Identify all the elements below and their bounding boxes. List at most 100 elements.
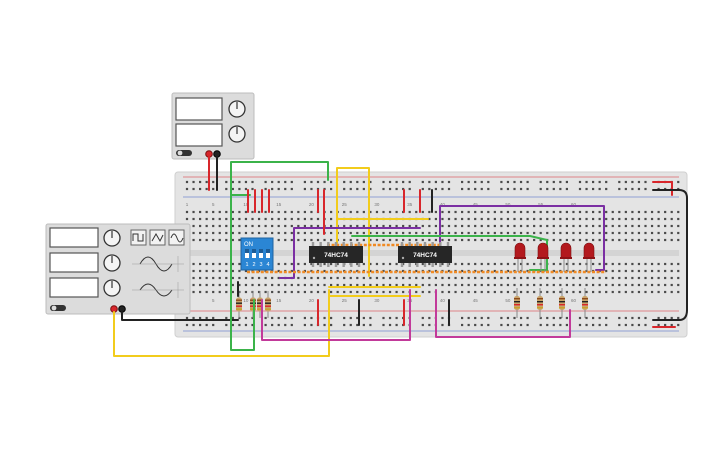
breadboard-hole[interactable] xyxy=(513,316,516,320)
breadboard-hole[interactable] xyxy=(284,187,287,191)
breadboard-hole[interactable] xyxy=(356,283,359,287)
breadboard-hole[interactable] xyxy=(605,323,608,327)
breadboard-hole[interactable] xyxy=(631,290,634,294)
breadboard-hole[interactable] xyxy=(421,262,424,266)
breadboard-hole[interactable] xyxy=(238,231,241,235)
breadboard-hole[interactable] xyxy=(447,231,451,235)
breadboard-hole[interactable] xyxy=(618,269,621,273)
breadboard-hole[interactable] xyxy=(212,180,215,184)
breadboard-hole[interactable] xyxy=(428,231,431,235)
breadboard-hole[interactable] xyxy=(592,187,595,191)
breadboard-hole[interactable] xyxy=(474,290,477,294)
breadboard-hole[interactable] xyxy=(559,276,562,280)
breadboard-hole[interactable] xyxy=(382,276,385,280)
breadboard-hole[interactable] xyxy=(421,276,424,280)
breadboard-hole[interactable] xyxy=(395,290,398,294)
breadboard-hole[interactable] xyxy=(349,210,352,214)
breadboard-hole[interactable] xyxy=(677,269,680,273)
breadboard-hole[interactable] xyxy=(303,180,306,184)
breadboard-hole[interactable] xyxy=(212,238,215,242)
breadboard-hole[interactable] xyxy=(670,276,673,280)
breadboard-hole[interactable] xyxy=(297,224,300,228)
breadboard-hole[interactable] xyxy=(310,323,313,327)
breadboard-hole[interactable] xyxy=(670,224,673,228)
breadboard-hole[interactable] xyxy=(454,231,457,235)
breadboard-hole[interactable] xyxy=(382,238,385,242)
breadboard-hole[interactable] xyxy=(578,262,582,266)
breadboard-hole[interactable] xyxy=(441,323,444,327)
breadboard-hole[interactable] xyxy=(251,224,254,228)
breadboard-hole[interactable] xyxy=(605,269,608,273)
breadboard-hole[interactable] xyxy=(415,224,418,228)
breadboard-hole[interactable] xyxy=(454,210,457,214)
breadboard-hole[interactable] xyxy=(611,262,614,266)
breadboard-hole[interactable] xyxy=(670,262,673,266)
breadboard-hole[interactable] xyxy=(546,316,549,320)
breadboard-hole[interactable] xyxy=(670,316,673,320)
breadboard-hole[interactable] xyxy=(500,290,503,294)
breadboard-hole[interactable] xyxy=(664,224,667,228)
breadboard-hole[interactable] xyxy=(388,262,392,266)
breadboard-hole[interactable] xyxy=(310,316,313,320)
breadboard-hole[interactable] xyxy=(225,210,228,214)
breadboard-hole[interactable] xyxy=(271,290,274,294)
breadboard-hole[interactable] xyxy=(506,210,510,214)
breadboard-hole[interactable] xyxy=(277,238,280,242)
breadboard-hole[interactable] xyxy=(421,224,424,228)
breadboard-hole[interactable] xyxy=(205,238,208,242)
breadboard-hole[interactable] xyxy=(199,283,202,287)
breadboard-hole[interactable] xyxy=(526,231,529,235)
breadboard-hole[interactable] xyxy=(303,187,306,191)
breadboard-hole[interactable] xyxy=(349,316,352,320)
breadboard-hole[interactable] xyxy=(310,210,313,214)
breadboard-hole[interactable] xyxy=(598,323,601,327)
breadboard-hole[interactable] xyxy=(388,316,392,320)
breadboard-hole[interactable] xyxy=(310,187,313,191)
breadboard-hole[interactable] xyxy=(467,290,470,294)
breadboard-hole[interactable] xyxy=(369,238,372,242)
breadboard-hole[interactable] xyxy=(546,290,549,294)
breadboard-hole[interactable] xyxy=(624,180,627,184)
breadboard-hole[interactable] xyxy=(388,224,392,228)
breadboard-hole[interactable] xyxy=(526,210,529,214)
wire-green-loop[interactable] xyxy=(230,161,329,196)
breadboard-hole[interactable] xyxy=(598,217,601,221)
breadboard-hole[interactable] xyxy=(428,210,431,214)
breadboard-hole[interactable] xyxy=(303,262,306,266)
breadboard-hole[interactable] xyxy=(454,224,457,228)
resistor[interactable] xyxy=(582,288,588,318)
breadboard-hole[interactable] xyxy=(480,210,483,214)
breadboard-hole[interactable] xyxy=(388,290,392,294)
breadboard-hole[interactable] xyxy=(382,210,385,214)
breadboard-hole[interactable] xyxy=(369,224,372,228)
breadboard-hole[interactable] xyxy=(546,217,549,221)
dc-power-supply[interactable] xyxy=(171,92,255,160)
breadboard-hole[interactable] xyxy=(349,323,352,327)
breadboard-hole[interactable] xyxy=(598,224,601,228)
breadboard-hole[interactable] xyxy=(598,316,601,320)
breadboard-hole[interactable] xyxy=(552,217,555,221)
breadboard-hole[interactable] xyxy=(618,290,621,294)
breadboard-hole[interactable] xyxy=(388,210,392,214)
breadboard-hole[interactable] xyxy=(356,231,359,235)
breadboard-hole[interactable] xyxy=(467,316,470,320)
breadboard-hole[interactable] xyxy=(434,210,437,214)
breadboard-hole[interactable] xyxy=(362,231,365,235)
breadboard-hole[interactable] xyxy=(487,290,490,294)
breadboard-hole[interactable] xyxy=(631,269,634,273)
breadboard-hole[interactable] xyxy=(231,262,234,266)
breadboard-hole[interactable] xyxy=(199,238,202,242)
breadboard-hole[interactable] xyxy=(618,180,621,184)
rotary-knob-icon[interactable] xyxy=(103,279,121,297)
breadboard-hole[interactable] xyxy=(264,316,267,320)
breadboard-hole[interactable] xyxy=(395,231,398,235)
breadboard-hole[interactable] xyxy=(513,217,516,221)
breadboard-hole[interactable] xyxy=(369,323,372,327)
breadboard-hole[interactable] xyxy=(585,276,588,280)
breadboard-hole[interactable] xyxy=(284,323,287,327)
breadboard-hole[interactable] xyxy=(454,283,457,287)
breadboard-hole[interactable] xyxy=(218,269,221,273)
breadboard-hole[interactable] xyxy=(212,283,215,287)
breadboard-hole[interactable] xyxy=(585,323,588,327)
wire-generator-yellow[interactable] xyxy=(113,289,330,357)
